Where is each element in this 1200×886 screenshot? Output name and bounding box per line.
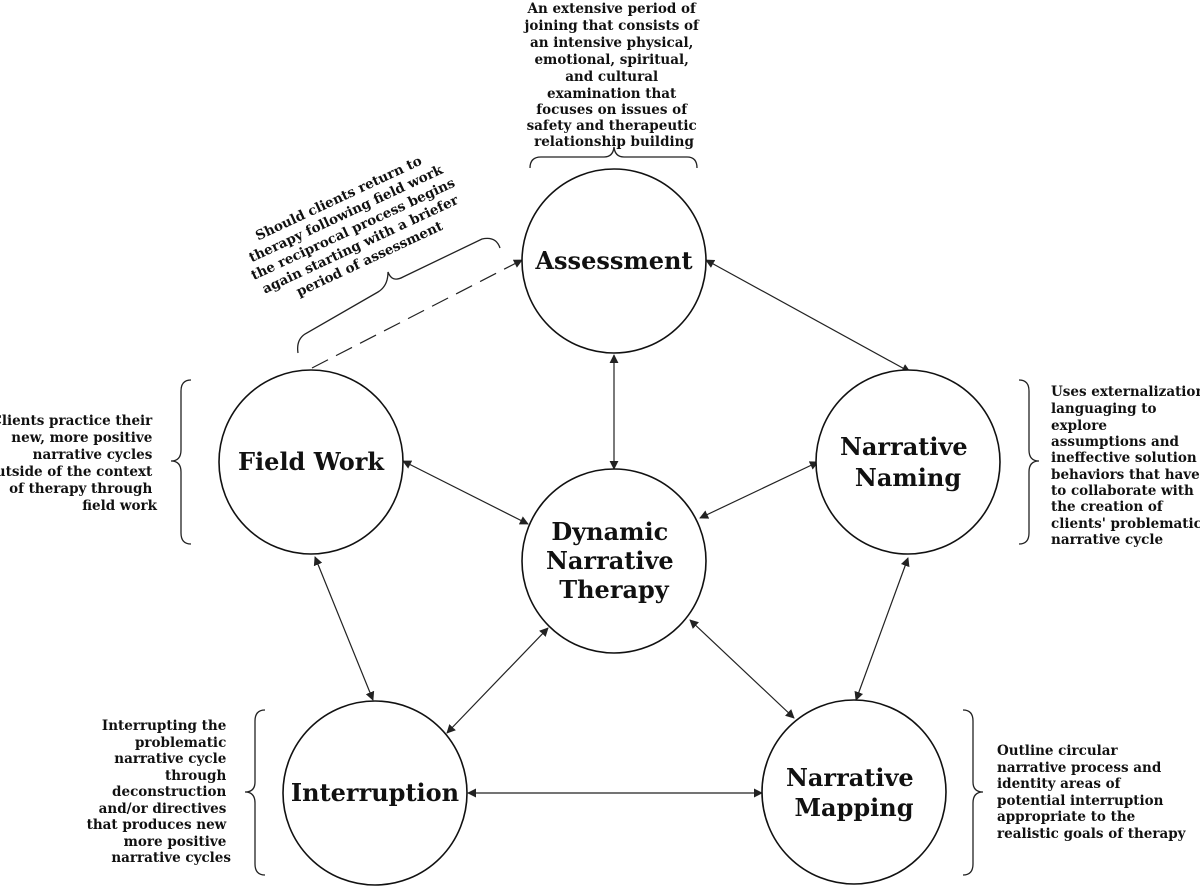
brace-interruption-note — [244, 709, 266, 876]
note-interruption-line-8: more positive — [124, 834, 227, 850]
node-center-label: Dynamic Narrative Therapy — [546, 517, 682, 604]
node-mapping-circle — [761, 699, 947, 885]
note-assessment-line-9: relationship building — [534, 134, 694, 150]
note-assessment: An extensive period of joining that cons… — [523, 1, 703, 150]
node-center-line-3: Therapy — [559, 575, 670, 604]
note-interruption-line-5: deconstruction — [112, 784, 226, 800]
note-naming-line-10: narrative cycle — [1051, 532, 1163, 548]
node-naming-line-1: Narrative — [840, 432, 968, 461]
arrow-center-naming — [699, 461, 819, 519]
note-interruption-line-3: narrative cycle — [114, 751, 226, 767]
note-interruption-line-1: Interrupting the — [102, 718, 226, 734]
brace-fieldwork-note — [170, 379, 192, 545]
note-naming-line-2: languaging to — [1051, 401, 1156, 417]
node-naming-circle — [815, 369, 1001, 555]
note-interruption-line-9: narrative cycles — [111, 850, 231, 866]
arrow-assessment-naming — [705, 259, 911, 373]
node-interruption-circle — [282, 700, 468, 886]
note-assessment-line-4: emotional, spiritual, — [534, 52, 688, 68]
notes: An extensive period of joining that cons… — [0, 1, 1200, 866]
note-return: Should clients return to therapy followi… — [234, 142, 476, 314]
node-dynamic-narrative-therapy: Dynamic Narrative Therapy — [521, 468, 707, 654]
node-field-work: Field Work — [218, 369, 404, 555]
brace-naming-note — [1018, 379, 1040, 545]
note-assessment-line-1: An extensive period of — [526, 1, 697, 17]
node-naming-line-2: Naming — [855, 463, 961, 492]
arrow-center-interruption — [446, 627, 549, 734]
note-assessment-line-8: safety and therapeutic — [527, 118, 697, 134]
node-interruption-label: Interruption — [291, 778, 459, 807]
connectors — [311, 259, 911, 798]
note-mapping-line-6: realistic goals of therapy — [997, 826, 1187, 842]
note-fieldwork: Clients practice their new, more positiv… — [0, 413, 158, 514]
note-mapping-line-2: narrative process and — [997, 760, 1162, 776]
node-interruption: Interruption — [282, 700, 468, 886]
note-fieldwork-line-1: Clients practice their — [0, 413, 153, 429]
note-fieldwork-line-4: outside of the context — [0, 464, 153, 480]
note-mapping-line-5: appropriate to the — [997, 809, 1135, 825]
node-fieldwork-label: Field Work — [238, 447, 385, 476]
note-interruption-line-7: that produces new — [87, 817, 227, 833]
node-center-line-1: Dynamic — [551, 517, 668, 546]
note-naming-line-9: clients' problematic — [1051, 516, 1200, 532]
note-assessment-line-7: focuses on issues of — [536, 102, 688, 118]
node-narrative-mapping: Narrative Mapping — [761, 699, 947, 885]
node-center-circle — [521, 468, 707, 654]
note-naming-line-5: ineffective solution — [1051, 450, 1197, 466]
note-mapping-line-3: identity areas of — [997, 776, 1122, 792]
brace-mapping-note — [962, 709, 984, 876]
note-interruption-line-4: through — [165, 768, 226, 784]
node-fieldwork-circle — [218, 369, 404, 555]
note-naming-line-8: the creation of — [1051, 499, 1164, 515]
brace-return-note — [297, 237, 501, 354]
note-return-group: Should clients return to therapy followi… — [234, 142, 476, 314]
note-fieldwork-line-5: of therapy through — [9, 481, 152, 497]
node-center-line-2: Narrative — [546, 546, 674, 575]
arrow-center-fieldwork — [402, 460, 529, 525]
note-naming: Uses externalization languaging to explo… — [1051, 384, 1200, 548]
node-narrative-naming: Narrative Naming — [815, 369, 1001, 555]
arrow-naming-mapping — [854, 557, 910, 701]
node-fieldwork-line-1: Field Work — [238, 447, 385, 476]
note-interruption-line-2: problematic — [135, 735, 226, 751]
note-fieldwork-line-2: new, more positive — [11, 430, 152, 446]
note-naming-line-6: behaviors that have — [1051, 467, 1200, 483]
note-fieldwork-line-6: field work — [82, 498, 157, 514]
node-assessment-line-1: Assessment — [534, 246, 692, 275]
node-assessment-circle — [521, 168, 707, 354]
node-mapping-line-2: Mapping — [794, 793, 913, 822]
note-interruption-line-6: and/or directives — [99, 801, 227, 817]
note-mapping: Outline circular narrative process and i… — [997, 743, 1187, 842]
node-interruption-line-1: Interruption — [291, 778, 459, 807]
note-naming-line-1: Uses externalization — [1051, 384, 1200, 400]
note-assessment-line-6: examination that — [547, 86, 677, 102]
note-assessment-line-5: and cultural — [565, 69, 658, 85]
nodes: Assessment Narrative Naming Dynamic Narr… — [218, 168, 1001, 886]
arrow-center-mapping — [689, 619, 795, 719]
node-assessment-label: Assessment — [534, 246, 692, 275]
node-mapping-label: Narrative Mapping — [786, 763, 922, 822]
note-fieldwork-line-3: narrative cycles — [33, 447, 153, 463]
node-assessment: Assessment — [521, 168, 707, 354]
note-assessment-line-2: joining that consists of — [523, 18, 700, 34]
note-naming-line-7: to collaborate with — [1051, 483, 1194, 499]
note-assessment-line-3: an intensive physical, — [530, 35, 693, 51]
note-mapping-line-1: Outline circular — [997, 743, 1119, 759]
arrow-fieldwork-interruption — [313, 556, 375, 701]
note-mapping-line-4: potential interruption — [997, 793, 1164, 809]
note-naming-line-4: assumptions and — [1051, 434, 1180, 450]
note-naming-line-3: explore — [1051, 418, 1107, 434]
brace-assessment-note — [529, 146, 698, 169]
note-interruption: Interrupting the problematic narrative c… — [87, 718, 232, 866]
node-naming-label: Narrative Naming — [840, 432, 976, 492]
node-mapping-line-1: Narrative — [786, 763, 914, 792]
dashed-arrow-fieldwork-assessment — [311, 259, 523, 369]
braces — [170, 146, 1040, 876]
